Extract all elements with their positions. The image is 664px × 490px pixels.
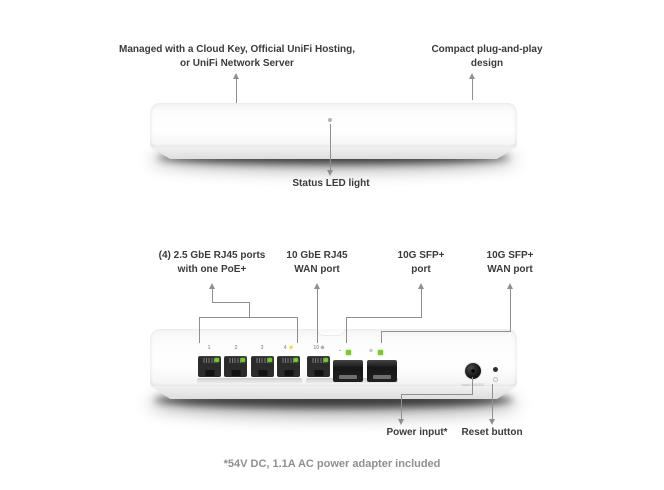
reset-button-hole bbox=[493, 367, 498, 372]
wan-rj45-leader-line bbox=[317, 288, 318, 343]
top-device-body bbox=[150, 103, 517, 148]
status-led bbox=[328, 118, 332, 122]
wan-port-led bbox=[324, 358, 328, 362]
rj45-port-1 bbox=[198, 356, 221, 377]
lan-ports-note-line1: (4) 2.5 GbE RJ45 ports bbox=[158, 250, 266, 261]
managed-leader-line bbox=[236, 78, 237, 103]
sfp-wan-note-line1: 10G SFP+ bbox=[486, 250, 534, 261]
sfp-port-indicator-icon: ▪ bbox=[339, 348, 341, 354]
wan-rj45-leader-arrow-icon bbox=[314, 283, 320, 289]
port1-led bbox=[215, 358, 219, 362]
sfp-note-line1: 10G SFP+ bbox=[397, 250, 445, 261]
reset-icon bbox=[493, 377, 498, 382]
wan-rj45-note: 10 GbE RJ45 WAN port bbox=[286, 249, 347, 276]
sfp-note-line2: port bbox=[411, 263, 431, 275]
sfp-wan-leader-line bbox=[381, 331, 382, 343]
sfp-wan-note-line2: WAN port bbox=[487, 263, 533, 275]
power-leader-line bbox=[472, 377, 473, 395]
sfp-leader-arrow-icon bbox=[418, 283, 424, 289]
port2-label: 2 bbox=[234, 345, 238, 351]
rj45-port-2 bbox=[224, 356, 247, 377]
rj45-wan-port bbox=[307, 356, 330, 377]
rj45-port-3 bbox=[251, 356, 274, 377]
power-jack-label: Input 54VDC bbox=[461, 382, 485, 387]
sfp-wan-note: 10G SFP+ WAN port bbox=[487, 249, 534, 276]
rear-device-notch bbox=[317, 329, 345, 336]
sfp-leader-line bbox=[346, 317, 422, 318]
sfp-leader-line bbox=[346, 317, 347, 343]
port3-label: 3 bbox=[260, 345, 264, 351]
wan-rj45-note-line1: 10 GbE RJ45 bbox=[286, 250, 348, 261]
compact-note: Compact plug-and-play design bbox=[431, 43, 542, 70]
lan-ports-bracket-line bbox=[297, 317, 298, 343]
lan-ports-leader-line bbox=[212, 288, 213, 303]
status-led-note-line1: Status LED light bbox=[292, 178, 370, 189]
reset-note-line1: Reset button bbox=[461, 427, 523, 438]
compact-note-line1: Compact plug-and-play bbox=[431, 44, 543, 55]
sfp-wan-leader-line bbox=[510, 288, 511, 332]
lan-ports-note: (4) 2.5 GbE RJ45 ports with one PoE+ bbox=[159, 249, 266, 276]
wan-rj45-note-line2: WAN port bbox=[294, 263, 340, 275]
managed-note-line2: or UniFi Network Server bbox=[180, 57, 294, 69]
power-leader-line bbox=[401, 394, 402, 419]
reset-leader-line bbox=[492, 384, 493, 419]
lan-ports-bracket-line bbox=[199, 317, 298, 318]
footnote: *54V DC, 1.1A AC power adapter included bbox=[223, 458, 441, 470]
reset-note: Reset button bbox=[461, 426, 522, 440]
status-led-leader-line bbox=[330, 124, 331, 170]
lan-ports-leader-line bbox=[249, 302, 250, 318]
port3-led bbox=[268, 358, 272, 362]
sfp-wan-globe-icon: ⊕ bbox=[368, 348, 374, 354]
compact-leader-arrow-icon bbox=[469, 73, 475, 79]
lan-ports-leader-arrow-icon bbox=[209, 283, 215, 289]
sfp-port-led bbox=[346, 350, 351, 355]
sfp-plus-wan-port bbox=[367, 360, 397, 382]
managed-leader-arrow-icon bbox=[233, 73, 239, 79]
power-input-jack bbox=[465, 363, 481, 379]
sfp-plus-port bbox=[333, 360, 363, 382]
power-note: Power input* bbox=[386, 426, 447, 440]
managed-note: Managed with a Cloud Key, Official UniFi… bbox=[119, 43, 355, 70]
port2-led bbox=[241, 358, 245, 362]
compact-note-line2: design bbox=[470, 57, 504, 69]
port4-poe-label: 4 ⚡ bbox=[283, 345, 295, 351]
lan-ports-bracket-line bbox=[199, 317, 200, 343]
status-led-leader-arrow-icon bbox=[327, 170, 333, 176]
rear-device-base bbox=[150, 386, 517, 399]
wan-port-label: 10 ⊕ bbox=[313, 345, 325, 351]
rj45-port-4-poe bbox=[277, 356, 300, 377]
sfp-note: 10G SFP+ port bbox=[398, 249, 445, 276]
power-note-line1: Power input* bbox=[386, 427, 448, 438]
port-recess-strip bbox=[197, 378, 302, 383]
sfp-wan-led bbox=[378, 350, 383, 355]
sfp-wan-leader-arrow-icon bbox=[507, 283, 513, 289]
port1-label: 1 bbox=[207, 345, 211, 351]
port4-led bbox=[294, 358, 298, 362]
compact-leader-line bbox=[472, 78, 473, 100]
sfp-wan-leader-line bbox=[381, 331, 511, 332]
managed-note-line1: Managed with a Cloud Key, Official UniFi… bbox=[119, 44, 355, 55]
power-leader-line bbox=[401, 394, 473, 395]
lan-ports-note-line2: with one PoE+ bbox=[177, 263, 247, 275]
reset-leader-arrow-icon bbox=[489, 419, 495, 425]
top-device-base bbox=[150, 147, 517, 159]
lan-ports-leader-line bbox=[212, 302, 250, 303]
sfp-leader-line bbox=[421, 288, 422, 318]
power-leader-arrow-icon bbox=[398, 419, 404, 425]
status-led-note: Status LED light bbox=[292, 177, 369, 191]
